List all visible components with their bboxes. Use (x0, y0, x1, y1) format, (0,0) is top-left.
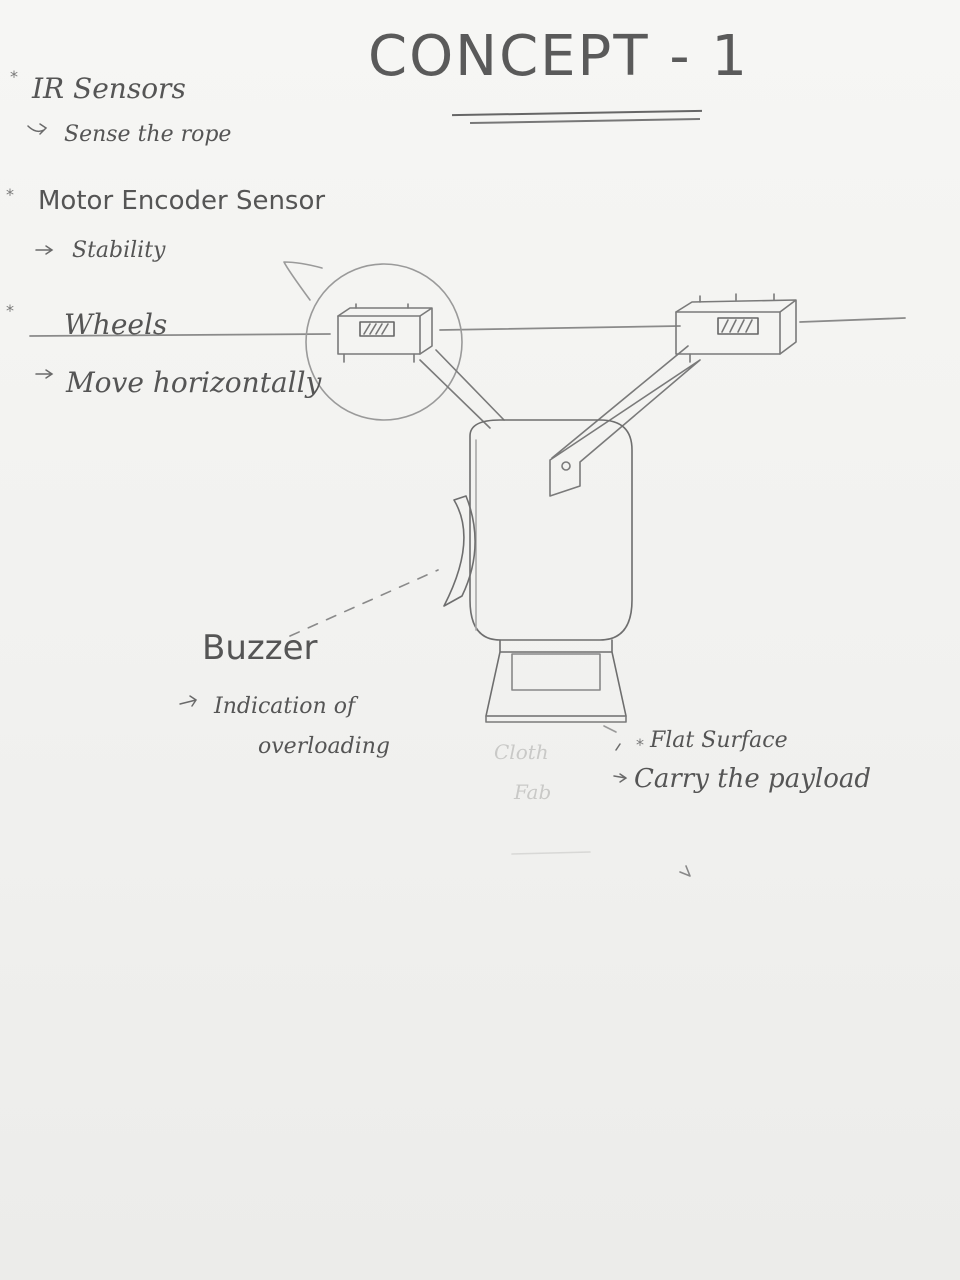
wheels-heading: Wheels (64, 308, 168, 341)
buzzer-leader (289, 569, 439, 637)
rope-line (29, 317, 906, 337)
svg-text:*: * (10, 67, 18, 86)
buzzer-heading: Buzzer (202, 628, 318, 668)
right-wheel-unit (675, 293, 797, 363)
motor-encoder-heading: Motor Encoder Sensor (38, 186, 326, 216)
ir-sensors-detail: Sense the rope (64, 122, 232, 147)
svg-text:*: * (636, 735, 644, 754)
arm-pivot (561, 461, 571, 471)
robot-body (469, 419, 633, 641)
wheels-detail: Move horizontally (66, 366, 322, 399)
flat-surface-detail: Carry the payload (634, 764, 871, 794)
callout-tail (283, 261, 323, 301)
svg-text:*: * (6, 185, 14, 204)
motor-encoder-detail: Stability (72, 238, 166, 263)
right-arm (549, 345, 701, 497)
faint-note-1: Cloth (494, 740, 549, 764)
faint-note-2: Fab (514, 780, 552, 804)
ir-sensors-heading: IR Sensors (32, 72, 186, 105)
robot-base (485, 639, 627, 717)
left-wheel-unit (337, 303, 433, 363)
page-title: CONCEPT - 1 (368, 24, 749, 89)
buzzer-shape (443, 495, 476, 607)
flat-surface-heading: Flat Surface (650, 728, 788, 753)
svg-text:*: * (6, 301, 14, 320)
buzzer-detail-1: Indication of (214, 694, 356, 719)
left-arm (419, 349, 505, 429)
callout-circle (305, 263, 463, 421)
buzzer-detail-2: overloading (258, 734, 390, 759)
